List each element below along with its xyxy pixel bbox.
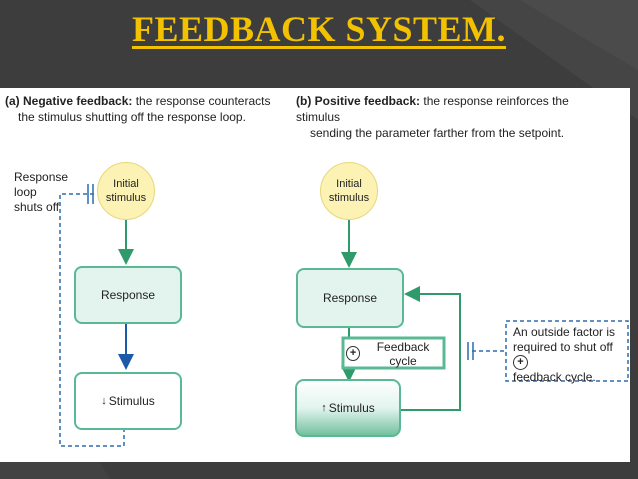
neg-response-box: Response [74, 266, 182, 324]
pos-feedback-cycle-label: + Feedback cycle [346, 339, 442, 368]
neg-caption: (a) Negative feedback: the response coun… [5, 93, 295, 125]
pos-stimulus-box-bg [295, 379, 401, 437]
pos-initial-line1: Initial [336, 178, 362, 190]
neg-initial-line1: Initial [113, 178, 139, 190]
diagram-panel: (a) Negative feedback: the response coun… [0, 88, 630, 462]
pos-caption-rest: the response reinforces the stimulus [296, 94, 569, 124]
slide-title: FEEDBACK SYSTEM. [0, 8, 638, 50]
neg-response-label: Response [100, 288, 156, 302]
neg-loop-note-line2: shuts off [14, 200, 60, 214]
plus-circle-icon: + [513, 355, 528, 371]
neg-dashed-loop [59, 193, 125, 447]
neg-initial-stimulus-node: Initial stimulus [97, 162, 155, 220]
pos-caption: (b) Positive feedback: the response rein… [296, 93, 616, 141]
pos-caption-line2: sending the parameter farther from the s… [310, 126, 565, 140]
neg-loop-note-line1: Response loop [14, 170, 69, 199]
neg-caption-prefix: (a) Negative feedback: [5, 94, 133, 108]
neg-caption-rest: the response counteracts [132, 94, 271, 108]
pos-initial-line2: stimulus [328, 192, 370, 204]
pos-initial-stimulus-node: Initial stimulus [320, 162, 378, 220]
pos-outside-line3: feedback cycle. [513, 370, 596, 385]
pos-caption-prefix: (b) Positive feedback: [296, 94, 421, 108]
neg-caption-line2: the stimulus shutting off the response l… [18, 110, 246, 124]
pos-feedback-cycle-text: Feedback cycle [376, 339, 430, 368]
pos-stimulus-label: Stimulus [328, 401, 375, 415]
neg-loop-note: Response loop shuts off [14, 170, 88, 215]
pos-stimulus-box: ↑Stimulus [296, 380, 400, 436]
neg-initial-line2: stimulus [105, 192, 147, 204]
pos-outside-line2: required to shut off [513, 340, 613, 354]
slide-title-text: FEEDBACK SYSTEM. [131, 9, 507, 49]
pos-response-label: Response [322, 291, 378, 305]
neg-stimulus-box: ↓Stimulus [74, 372, 182, 430]
pos-outside-factor-note: An outside factor is required to shut of… [513, 325, 625, 385]
plus-circle-icon: + [346, 346, 361, 361]
pos-feedback-loop-arrow [400, 286, 461, 411]
pos-outside-line1: An outside factor is [513, 325, 616, 339]
down-arrow-icon: ↓ [101, 395, 107, 407]
pos-response-box: Response [296, 268, 404, 328]
diagram-connectors [59, 184, 629, 447]
up-arrow-icon: ↑ [321, 402, 327, 414]
neg-stimulus-label: Stimulus [108, 394, 155, 408]
pos-outside-factor-frame [505, 320, 629, 382]
